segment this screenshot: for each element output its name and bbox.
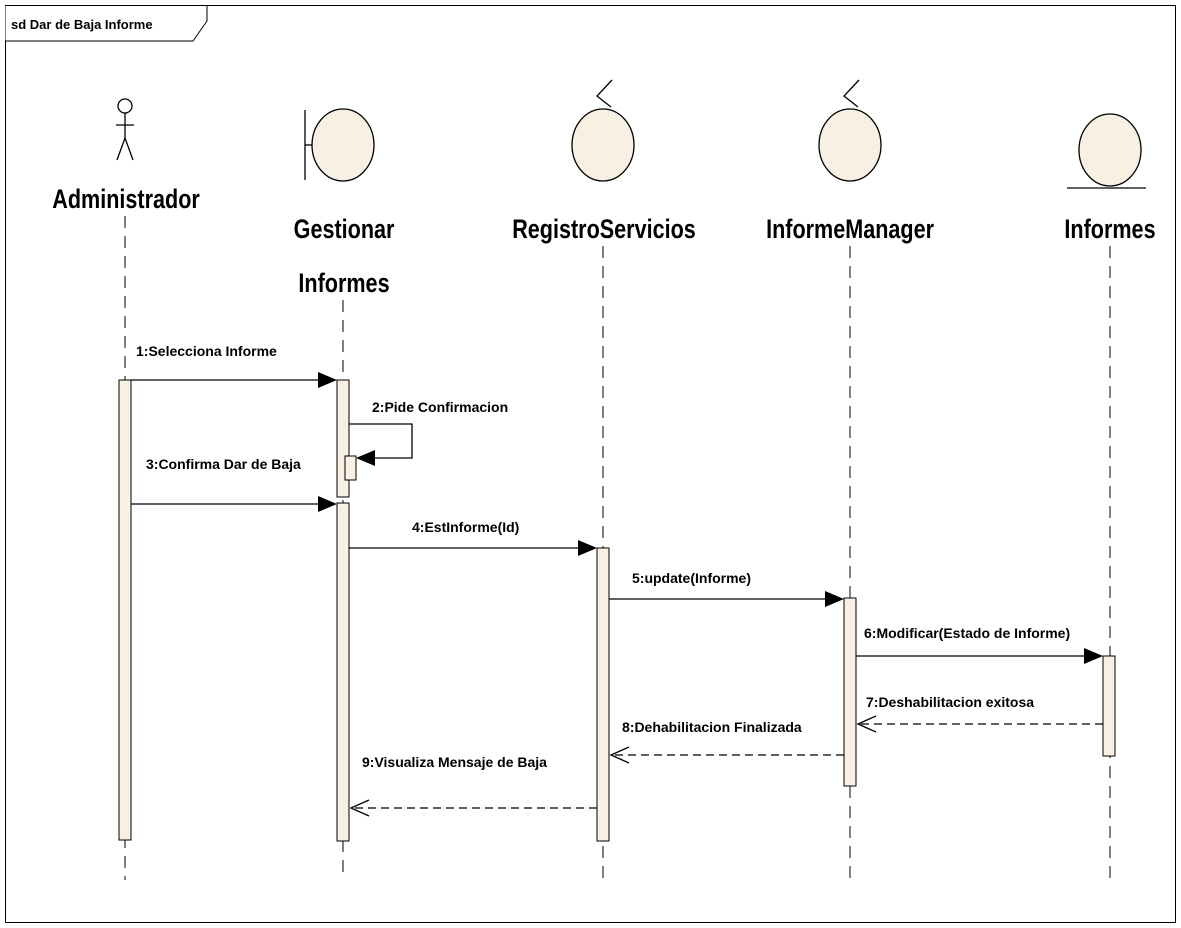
message-6: 6:Modificar(Estado de Informe) (856, 625, 1103, 664)
activation-bar (118, 379, 132, 841)
lifeline-informemanager: InformeManager (766, 79, 934, 880)
activation-bar (336, 502, 350, 842)
message-2: 2:Pide Confirmacion (349, 399, 508, 466)
message-label: 1:Selecciona Informe (136, 343, 277, 359)
arrowhead-filled (578, 540, 597, 556)
message-label: 7:Deshabilitacion exitosa (866, 694, 1034, 710)
control-icon (571, 79, 635, 182)
message-label: 6:Modificar(Estado de Informe) (864, 625, 1070, 641)
message-label: 3:Confirma Dar de Baja (146, 456, 301, 472)
message-5: 5:update(Informe) (609, 570, 844, 607)
message-1: 1:Selecciona Informe (131, 343, 337, 388)
activation-bar-self (344, 455, 357, 481)
activation-bar (843, 597, 857, 787)
entity-icon (1067, 113, 1146, 189)
message-label: 2:Pide Confirmacion (372, 399, 508, 415)
lifeline-administrador: Administrador (52, 98, 200, 880)
message-label: 4:EstInforme(Id) (412, 519, 519, 535)
frame-label-tab (5, 5, 208, 42)
lifeline-registroservicios: RegistroServicios (512, 79, 696, 880)
lifeline-name-gestionar-line1: Gestionar (294, 215, 395, 245)
boundary-icon (304, 108, 375, 182)
lifeline-name-gestionar-line2: Informes (298, 269, 389, 299)
lifeline-informes: Informes (1064, 113, 1156, 880)
message-4: 4:EstInforme(Id) (349, 519, 597, 556)
actor-icon (116, 98, 134, 161)
lifeline-name-administrador: Administrador (52, 185, 200, 215)
message-9: 9:Visualiza Mensaje de Baja (349, 754, 597, 817)
arrowhead-filled (318, 372, 337, 388)
lifeline-name-informes: Informes (1064, 215, 1155, 245)
message-label: 9:Visualiza Mensaje de Baja (362, 754, 547, 770)
activation-bar (1102, 655, 1116, 757)
frame-label: sd Dar de Baja Informe (11, 17, 153, 32)
lifeline-name-manager: InformeManager (766, 215, 934, 245)
lifeline-name-registro: RegistroServicios (512, 215, 696, 245)
control-icon (818, 79, 882, 182)
arrowhead-filled (825, 591, 844, 607)
message-8: 8:Dehabilitacion Finalizada (609, 719, 844, 764)
message-label: 5:update(Informe) (632, 570, 751, 586)
message-3: 3:Confirma Dar de Baja (131, 456, 337, 512)
activation-bar (596, 547, 610, 842)
message-7: 7:Deshabilitacion exitosa (856, 694, 1103, 733)
arrowhead-filled (1084, 648, 1103, 664)
lifeline-gestionar-informes: Gestionar Informes (294, 108, 395, 880)
message-label: 8:Dehabilitacion Finalizada (622, 719, 802, 735)
arrowhead-filled (356, 450, 375, 466)
arrowhead-filled (318, 496, 337, 512)
